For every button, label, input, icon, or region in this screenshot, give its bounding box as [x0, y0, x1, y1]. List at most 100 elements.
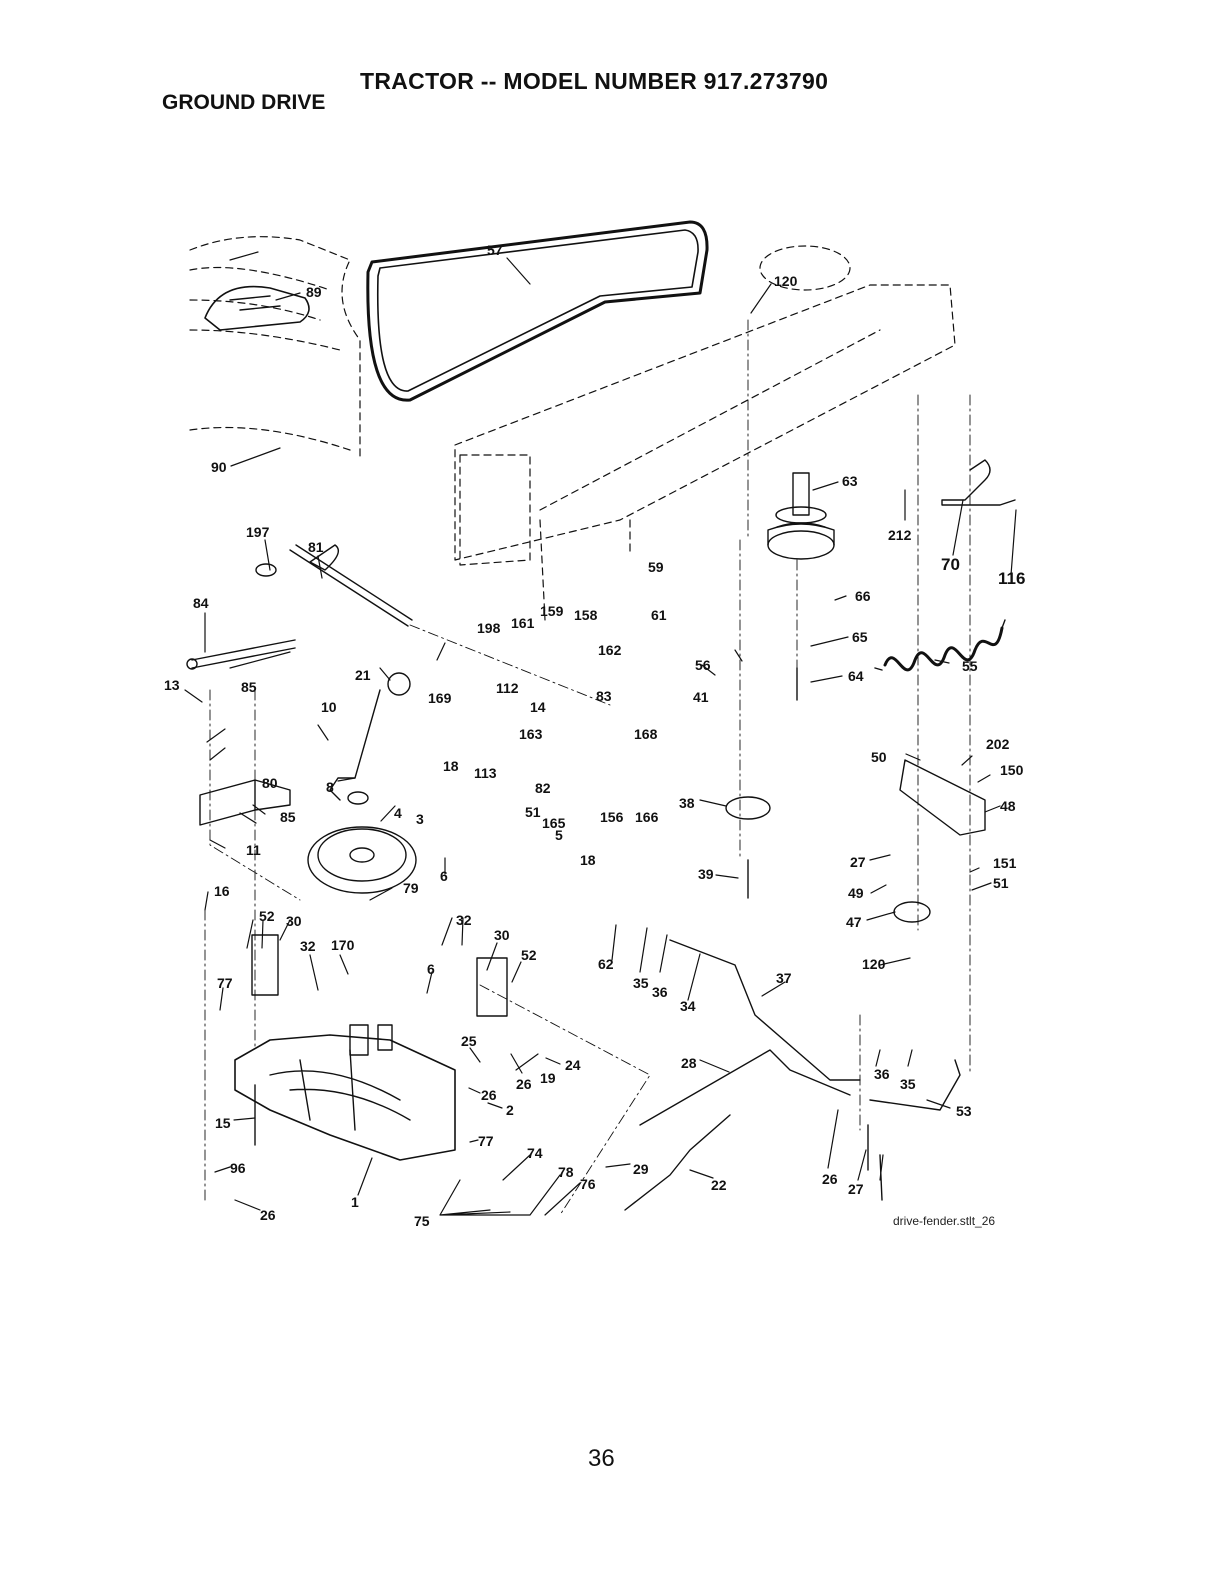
callout-label: 156 — [600, 809, 624, 825]
callout-label: 84 — [193, 595, 209, 611]
callout-label: 65 — [852, 629, 868, 645]
callout-label: 78 — [558, 1164, 574, 1180]
callout-label: 26 — [260, 1207, 276, 1223]
callout-label: 163 — [519, 726, 543, 742]
callout-label: 159 — [540, 603, 564, 619]
callout-label: 22 — [711, 1177, 727, 1193]
callout-label: 75 — [414, 1213, 430, 1229]
section-subtitle: GROUND DRIVE — [162, 91, 326, 114]
control-rod-28 — [639, 1049, 851, 1126]
transmission-bracket-right — [476, 957, 508, 1017]
callout-label: 113 — [474, 765, 497, 781]
callout-label: 170 — [331, 937, 355, 953]
callout-label: 66 — [855, 588, 871, 604]
callout-label: 90 — [211, 459, 227, 475]
callout-label: 21 — [355, 667, 371, 683]
callout-label: 35 — [900, 1076, 916, 1092]
seat-bracket — [204, 285, 310, 331]
callout-label: 85 — [241, 679, 257, 695]
callout-label: 48 — [1000, 798, 1016, 814]
callout-label: 15 — [215, 1115, 231, 1131]
callout-label: 18 — [443, 758, 459, 774]
linkage-rod-53 — [869, 1059, 961, 1111]
callout-label: 81 — [308, 539, 324, 555]
callout-label: 25 — [461, 1033, 477, 1049]
callout-label: 4 — [394, 805, 402, 821]
callout-label: 79 — [403, 880, 419, 896]
callout-label: 16 — [214, 883, 230, 899]
callout-label: 18 — [580, 852, 596, 868]
callout-label: 158 — [574, 607, 598, 623]
callout-label: 169 — [428, 690, 452, 706]
callout-label: 30 — [286, 913, 302, 929]
callout-label: 1 — [351, 1194, 359, 1210]
callout-label: 28 — [681, 1055, 697, 1071]
callout-label: 198 — [477, 620, 501, 636]
callout-label: 63 — [842, 473, 858, 489]
diagram-filename: drive-fender.stlt_26 — [893, 1214, 996, 1228]
callout-label: 38 — [679, 795, 695, 811]
callout-label: 6 — [427, 961, 435, 977]
callout-label: 36 — [652, 984, 668, 1000]
callout-label: 2 — [506, 1102, 514, 1118]
transmission-bracket-left — [251, 934, 279, 996]
callout-label: 26 — [516, 1076, 532, 1092]
callout-label: 26 — [481, 1087, 497, 1103]
callout-label: 26 — [822, 1171, 838, 1187]
callout-label: 27 — [848, 1181, 864, 1197]
callout-label: 165 — [542, 815, 566, 831]
control-knob — [387, 672, 411, 696]
callout-label: 116 — [998, 569, 1025, 588]
callout-label: 47 — [846, 914, 862, 930]
idler-arm — [899, 759, 986, 836]
callout-label: 34 — [680, 998, 696, 1014]
callout-label: 74 — [527, 1145, 543, 1161]
callout-label: 52 — [521, 947, 537, 963]
callout-label: 6 — [440, 868, 448, 884]
lower-pulley — [767, 530, 835, 560]
callout-label: 64 — [848, 668, 864, 684]
callout-label: 51 — [525, 804, 541, 820]
callout-label: 13 — [164, 677, 180, 693]
callout-label: 41 — [693, 689, 709, 705]
spindle-shaft — [792, 472, 810, 516]
mounting-bracket — [199, 779, 256, 826]
pedal-link — [191, 639, 296, 669]
callout-label: 19 — [540, 1070, 556, 1086]
callout-label: 36 — [874, 1066, 890, 1082]
callout-label: 50 — [871, 749, 887, 765]
bolt-27 — [867, 1124, 883, 1201]
callout-label: 82 — [535, 780, 551, 796]
frame-outline — [454, 245, 956, 621]
callout-label: 77 — [217, 975, 233, 991]
callout-label: 76 — [580, 1176, 596, 1192]
callout-label: 8 — [326, 779, 334, 795]
callout-label: 89 — [306, 284, 322, 300]
callout-label: 24 — [565, 1057, 581, 1073]
page-number: 36 — [588, 1445, 615, 1472]
callout-label: 150 — [1000, 762, 1024, 778]
callout-label: 29 — [633, 1161, 649, 1177]
callout-label: 49 — [848, 885, 864, 901]
extension-spring — [883, 626, 1004, 672]
callout-label: 166 — [635, 809, 659, 825]
callout-label: 80 — [262, 775, 278, 791]
fender-outline — [189, 236, 361, 461]
callout-label: 55 — [962, 658, 978, 674]
callout-label: 83 — [596, 688, 612, 704]
callout-label: 52 — [259, 908, 275, 924]
callout-label: 77 — [478, 1133, 494, 1149]
callout-label: 162 — [598, 642, 622, 658]
callout-label: 85 — [280, 809, 296, 825]
callout-label: 168 — [634, 726, 658, 742]
callout-label: 11 — [246, 842, 261, 858]
callout-label: 53 — [956, 1103, 972, 1119]
callout-label: 151 — [993, 855, 1017, 871]
callout-label: 161 — [511, 615, 535, 631]
callout-label: 202 — [986, 736, 1010, 752]
callout-label: 197 — [246, 524, 270, 540]
callout-label: 14 — [530, 699, 546, 715]
callout-label: 35 — [633, 975, 649, 991]
callout-label: 10 — [321, 699, 337, 715]
callout-label: 120 — [774, 273, 798, 289]
